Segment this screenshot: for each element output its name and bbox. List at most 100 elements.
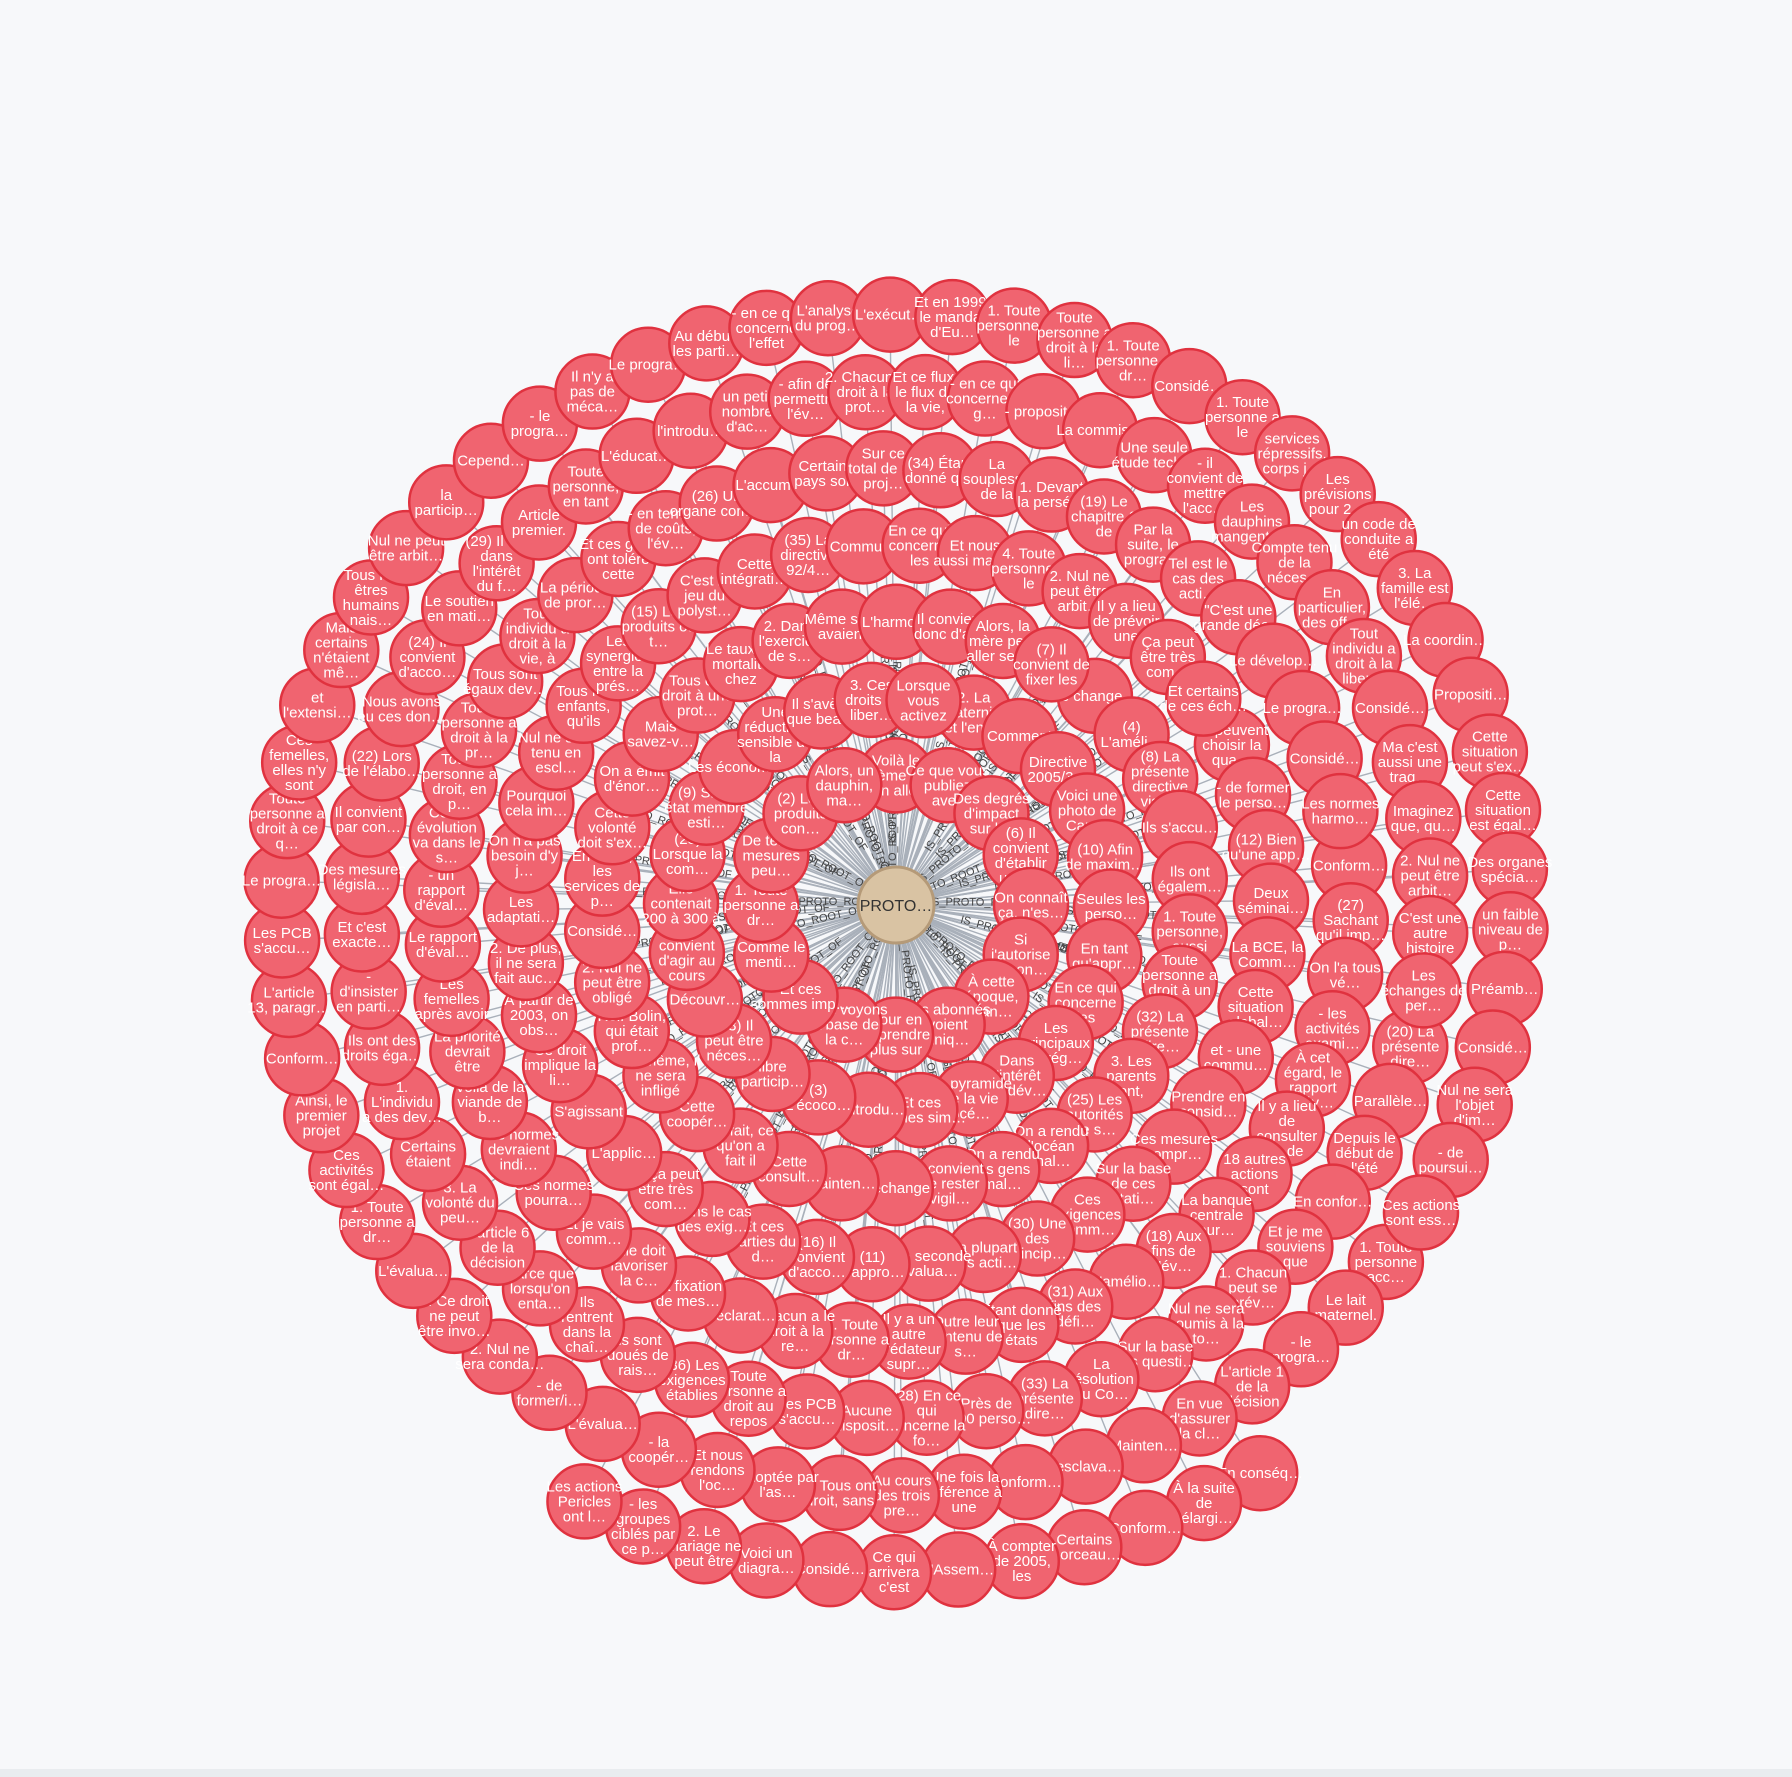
graph-node[interactable]: Conform… [1106,1489,1184,1567]
graph-node[interactable]: En conséq… [1217,1434,1303,1512]
center-node-circle[interactable] [856,865,936,945]
node-circle[interactable] [1302,772,1379,850]
node-label: Conform… [266,1050,339,1067]
node-circle[interactable] [885,662,962,739]
graph-node[interactable]: Propositi… [1432,656,1509,733]
graph-node[interactable]: Conform… [263,1020,341,1097]
graph-node[interactable]: Mainten… [1105,1407,1183,1484]
node-circle[interactable] [546,1463,623,1540]
node-label: Préamb… [1471,981,1539,998]
node-circle[interactable] [806,747,883,824]
center-node[interactable]: PROTO… [856,865,936,945]
node-circle[interactable] [1165,660,1242,737]
node-label: Conform… [1313,857,1386,874]
graph-node[interactable]: (11)L'appro… [834,1226,911,1303]
graph-node[interactable]: Considé… [563,892,641,970]
graph-node[interactable]: Au début,les parti… [668,305,745,382]
graph-node[interactable]: L'exécut… [851,276,929,353]
graph-node[interactable]: Considé… [791,1530,869,1608]
node-circle[interactable] [1385,952,1462,1029]
graph-node[interactable]: L'Assem… [919,1531,997,1608]
graph-node[interactable]: Considé… [1454,1009,1532,1086]
graph-node[interactable]: Le progra… [242,842,321,919]
graph-node[interactable]: Le progra… [608,326,688,403]
graph-node[interactable]: l'esclava… [1047,1428,1124,1505]
node-circle[interactable] [1382,1174,1460,1251]
node-circle[interactable] [1013,626,1090,703]
